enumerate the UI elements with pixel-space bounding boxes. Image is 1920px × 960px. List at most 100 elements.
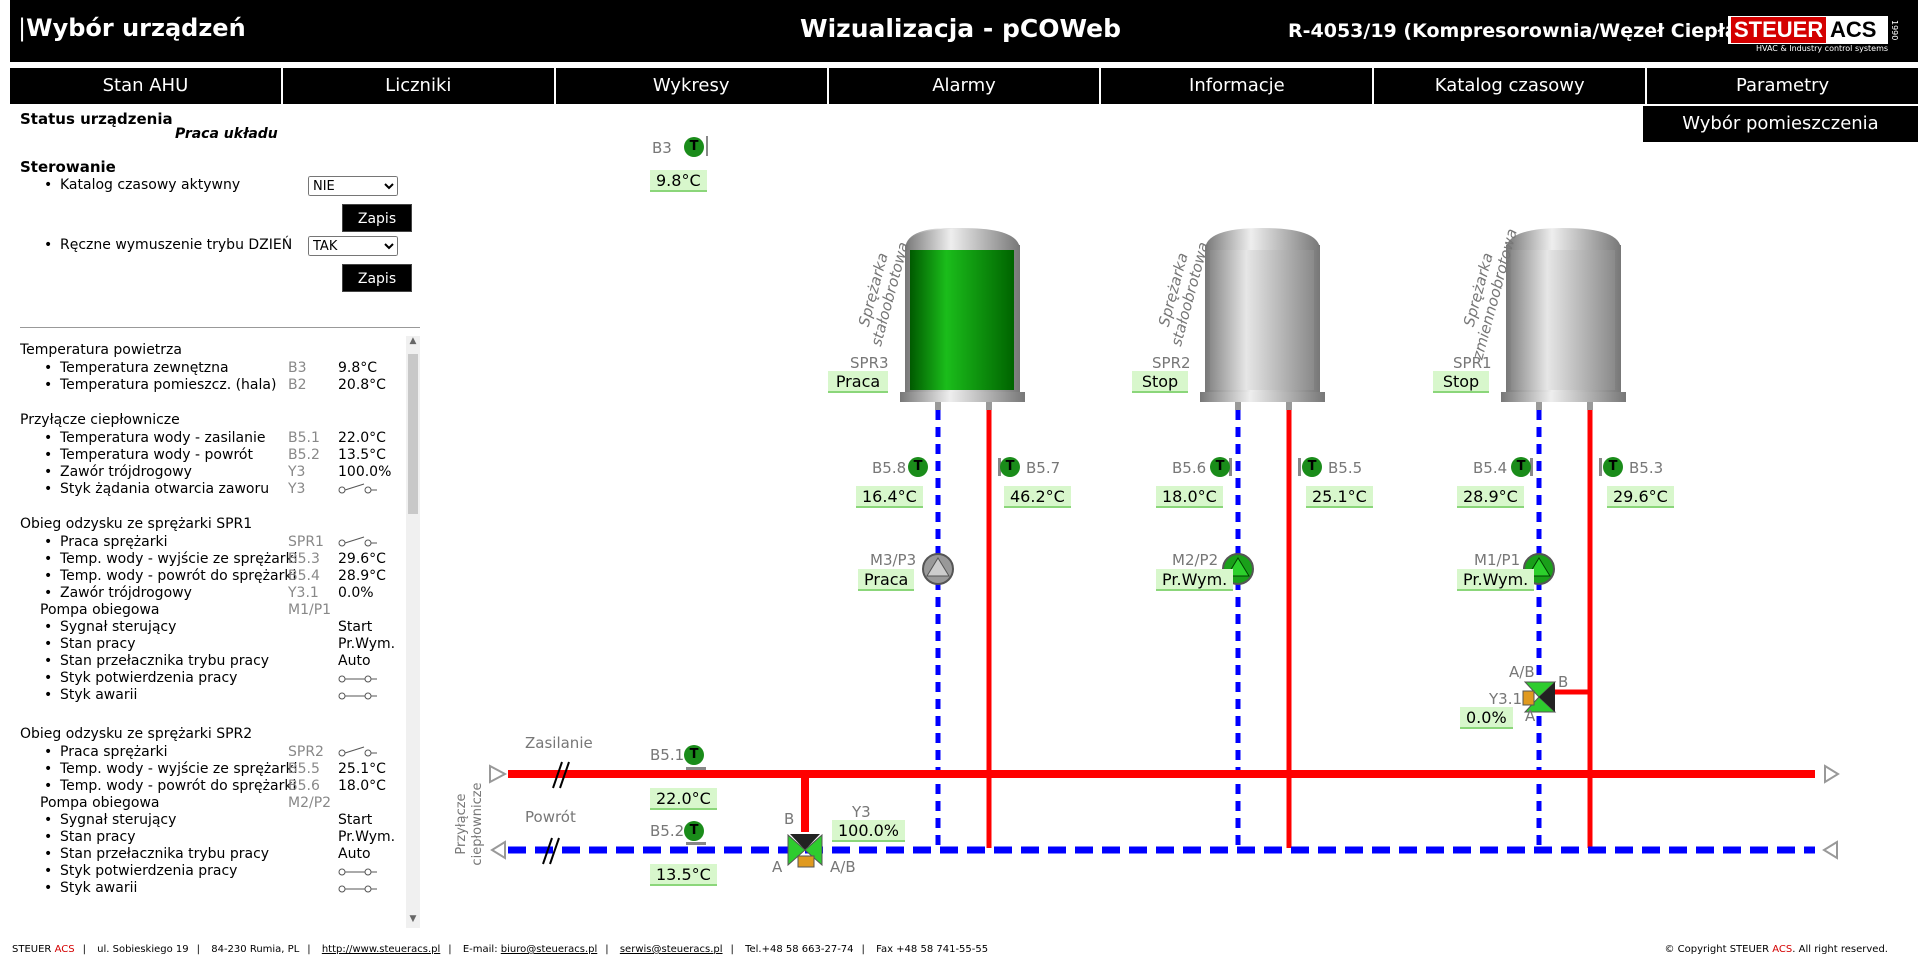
b3-label: B3	[652, 139, 672, 157]
switch-open-icon	[338, 536, 377, 547]
status-panel: Status urządzenia Praca układu Sterowani…	[20, 106, 420, 928]
row-sensor: B2	[288, 377, 307, 393]
spr1-id: SPR1	[1453, 354, 1492, 372]
b58-value: 16.4°C	[856, 486, 923, 508]
row-value: 18.0°C	[338, 778, 386, 794]
tab-liczniki[interactable]: Liczniki	[282, 68, 554, 104]
b53-value: 29.6°C	[1607, 486, 1674, 508]
b57-value: 46.2°C	[1004, 486, 1071, 508]
temperature-sensor-icon[interactable]: T	[684, 745, 704, 765]
row-label: Temperatura pomieszcz. (hala)	[44, 377, 276, 393]
valve-y3-ab-label: A/B	[830, 858, 856, 876]
row-value: Pr.Wym.	[338, 636, 396, 652]
arrow-return-out-icon	[490, 840, 506, 860]
row-sensor: Y3.1	[288, 585, 319, 601]
scroll-up-icon[interactable]: ▲	[409, 336, 417, 346]
tab-wykresy[interactable]: Wykresy	[555, 68, 827, 104]
row-label: Stan pracy	[44, 829, 136, 845]
pump-m3-icon[interactable]	[922, 553, 954, 585]
b51-label: B5.1	[650, 746, 685, 764]
tab-alarmy[interactable]: Alarmy	[828, 68, 1100, 104]
footer-city: 84-230 Rumia, PL	[211, 944, 300, 955]
switch-closed-icon	[338, 675, 377, 683]
b57-label: B5.7	[1026, 459, 1061, 477]
spr3-state: Praca	[828, 371, 888, 393]
temperature-sensor-icon[interactable]: T	[1302, 457, 1322, 477]
b51-value: 22.0°C	[650, 788, 717, 810]
top-header: |Wybór urządzeń Wizualizacja - pCOWeb R-…	[10, 0, 1918, 62]
catalog-select[interactable]: NIE	[308, 176, 398, 196]
row-label: Stan przełacznika trybu pracy	[44, 846, 269, 862]
b56-value: 18.0°C	[1156, 486, 1223, 508]
row-label: Styk potwierdzenia pracy	[44, 863, 238, 879]
row-label: Temperatura wody - powrót	[44, 447, 253, 463]
footer-email-link[interactable]: biuro@steueracs.pl	[500, 944, 598, 955]
temperature-sensor-icon[interactable]: T	[1603, 457, 1623, 477]
control-heading: Sterowanie	[20, 158, 116, 176]
temperature-sensor-icon[interactable]: T	[684, 137, 704, 157]
tab-stan-ahu[interactable]: Stan AHU	[10, 68, 281, 104]
footer-street: ul. Sobieskiego 19	[97, 944, 189, 955]
row-label: Temperatura wody - zasilanie	[44, 430, 265, 446]
catalog-label: Katalog czasowy aktywny	[44, 177, 240, 193]
valve-y3-icon[interactable]	[787, 833, 823, 868]
footer-service-link[interactable]: serwis@steueracs.pl	[619, 944, 723, 955]
scroll-thumb[interactable]	[408, 354, 418, 514]
params-list[interactable]: Temperatura powietrza Temperatura zewnęt…	[20, 336, 405, 928]
list-scrollbar[interactable]: ▲ ▼	[406, 336, 420, 928]
row-sensor: B5.6	[288, 778, 320, 794]
row-label: Styk potwierdzenia pracy	[44, 670, 238, 686]
valve-y31-icon[interactable]	[1522, 681, 1557, 713]
tab-katalog-czasowy[interactable]: Katalog czasowy	[1374, 68, 1646, 104]
spr1-state: Stop	[1433, 371, 1489, 393]
footer-fax: Fax +48 58 741-55-55	[876, 944, 989, 955]
row-sensor: B5.5	[288, 761, 320, 777]
temperature-sensor-icon[interactable]: T	[1210, 457, 1230, 477]
b54-value: 28.9°C	[1457, 486, 1524, 508]
tab-parametry[interactable]: Parametry	[1647, 68, 1919, 104]
temperature-sensor-icon[interactable]: T	[684, 821, 704, 841]
temperature-sensor-icon[interactable]: T	[908, 457, 928, 477]
row-label: Stan przełacznika trybu pracy	[44, 653, 269, 669]
pump-title: Pompa obiegowa	[40, 795, 160, 811]
section-title-air: Temperatura powietrza	[20, 342, 182, 358]
row-label: Sygnał sterujący	[44, 619, 176, 635]
tank-spr2	[1200, 228, 1325, 410]
section-title-spr1: Obieg odzysku ze sprężarki SPR1	[20, 516, 253, 532]
app-title: Wizualizacja - pCOWeb	[800, 14, 1121, 43]
save-manual-button[interactable]: Zapis	[342, 264, 412, 292]
row-label: Sygnał sterujący	[44, 812, 176, 828]
row-value: 9.8°C	[338, 360, 378, 376]
row-sensor: B5.4	[288, 568, 320, 584]
row-value: Start	[338, 619, 373, 635]
manual-select[interactable]: TAK	[308, 236, 398, 256]
pump-m2-state: Pr.Wym.	[1156, 569, 1234, 591]
valve-y31-ab-label: A/B	[1509, 663, 1535, 681]
tab-informacje[interactable]: Informacje	[1101, 68, 1373, 104]
switch-closed-icon	[338, 692, 377, 700]
b55-value: 25.1°C	[1306, 486, 1373, 508]
row-value: 25.1°C	[338, 761, 386, 777]
manual-label: Ręczne wymuszenie trybu DZIEŃ	[44, 237, 292, 253]
tank-spr1	[1501, 228, 1626, 410]
y3-value: 100.0%	[832, 820, 906, 842]
b58-label: B5.8	[872, 459, 907, 477]
valve-y3-b-label: B	[784, 810, 795, 828]
device-title: R-4053/19 (Kompresorownia/Węzeł Ciepła)	[1288, 20, 1747, 42]
supply-label: Zasilanie	[525, 734, 593, 752]
valve-y31-b-label: B	[1558, 673, 1569, 691]
row-sensor: B5.3	[288, 551, 320, 567]
footer-www-link[interactable]: http://www.steueracs.pl	[321, 944, 441, 955]
row-sensor: Y3	[288, 464, 306, 480]
temperature-sensor-icon[interactable]: T	[1511, 457, 1531, 477]
scroll-down-icon[interactable]: ▼	[409, 914, 417, 924]
row-label: Zawór trójdrogowy	[44, 464, 192, 480]
save-catalog-button[interactable]: Zapis	[342, 204, 412, 232]
subnav-wybor-pomieszczenia[interactable]: Wybór pomieszczenia	[1643, 106, 1918, 142]
switch-open-icon	[338, 483, 377, 494]
temperature-sensor-icon[interactable]: T	[1000, 457, 1020, 477]
row-label: Styk awarii	[44, 687, 137, 703]
row-sensor: Y3	[288, 481, 306, 497]
